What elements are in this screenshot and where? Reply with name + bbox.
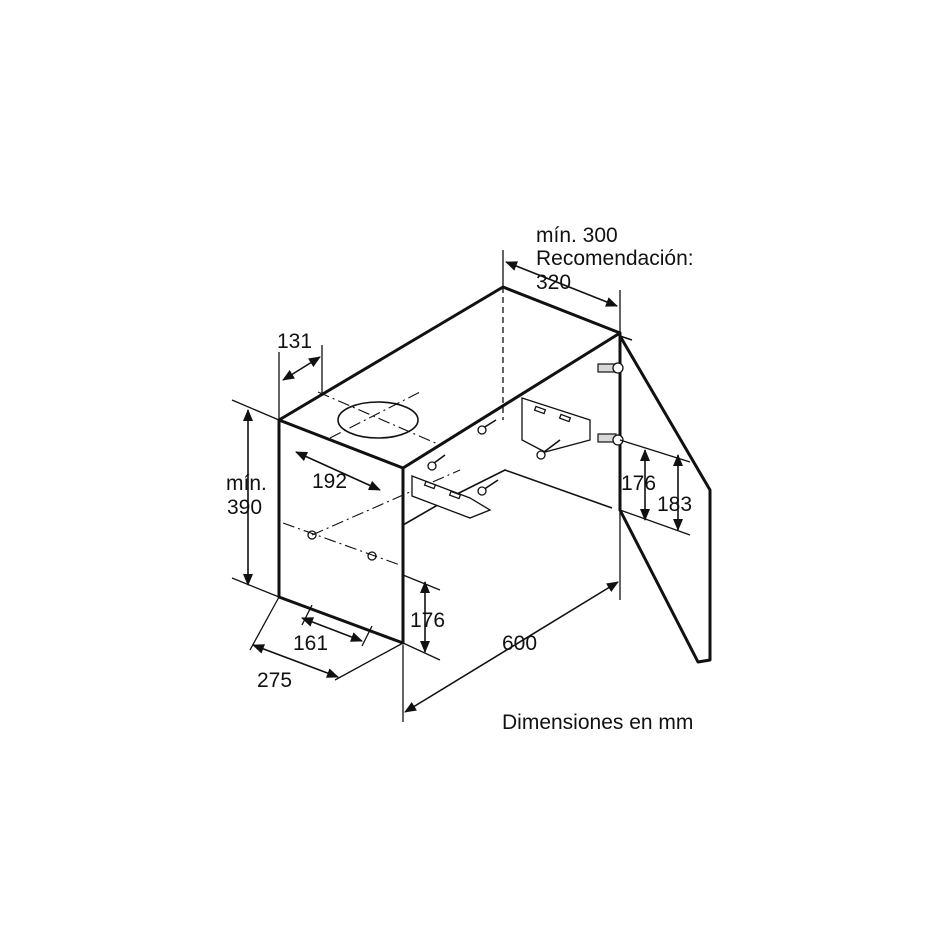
dimension-side-depth: 275 bbox=[249, 596, 404, 692]
depth-dimension-line bbox=[505, 261, 618, 307]
dimension-bracket-left: 176 bbox=[402, 574, 445, 661]
screw-line-diagonal bbox=[311, 469, 461, 536]
outlet-depth-dimension-line bbox=[295, 451, 381, 491]
outlet-depth-label: 192 bbox=[312, 470, 347, 493]
bracket-left-slot-b bbox=[448, 490, 462, 500]
cabinet-door bbox=[618, 334, 712, 664]
dimension-outlet-offset: 131 bbox=[277, 330, 323, 420]
width-label: 600 bbox=[502, 632, 537, 655]
screw-mid-head bbox=[477, 486, 487, 496]
screw-right-head bbox=[536, 450, 546, 460]
screw-offset-dimension-line bbox=[301, 617, 363, 642]
hinge-lower-cap bbox=[612, 434, 624, 446]
outlet-centerline-a bbox=[317, 391, 441, 446]
dimension-depth: mín. 300 Recomendación: 320 bbox=[502, 224, 694, 333]
screw-left-head bbox=[427, 461, 437, 471]
depth-recommendation-label: Recomendación: bbox=[536, 247, 694, 270]
dimension-outlet-depth: 192 bbox=[295, 451, 381, 493]
depth-recommended-value: 320 bbox=[536, 271, 571, 294]
bracket-right-height-label: 176 bbox=[621, 472, 656, 495]
bracket-right-slot-b bbox=[558, 413, 572, 423]
caption: Dimensiones en mm bbox=[502, 711, 693, 734]
door-outline bbox=[618, 334, 712, 664]
side-depth-dimension-line bbox=[252, 644, 339, 678]
door-thickness-edge bbox=[619, 335, 633, 341]
bracket-left-height-label: 176 bbox=[410, 609, 445, 632]
bracket-left-slot-a bbox=[423, 480, 437, 490]
width-dimension-line bbox=[404, 581, 619, 713]
side-screw-holes bbox=[282, 469, 461, 566]
screw-line-horizontal bbox=[282, 522, 401, 566]
dimension-height: mín. 390 bbox=[226, 399, 280, 598]
mounting-hardware bbox=[411, 362, 624, 519]
outlet-centerline-b bbox=[329, 391, 421, 439]
dimension-screw-offset: 161 bbox=[293, 604, 373, 655]
hinge-upper-cap bbox=[612, 362, 624, 374]
cabinet-inner-bottom bbox=[402, 469, 613, 526]
bracket-left bbox=[411, 475, 492, 519]
cabinet bbox=[277, 285, 622, 645]
screw-offset-label: 161 bbox=[293, 632, 328, 655]
dimension-bracket-right: 176 183 bbox=[619, 439, 692, 536]
depth-min-label: mín. 300 bbox=[536, 224, 618, 247]
bracket-right-total-label: 183 bbox=[657, 493, 692, 516]
height-min-value: 390 bbox=[227, 496, 262, 519]
side-depth-label: 275 bbox=[257, 669, 292, 692]
screw-upper-head bbox=[477, 425, 487, 435]
bracket-right-slot-a bbox=[533, 405, 547, 415]
dimension-width: 600 bbox=[402, 512, 621, 722]
outlet-offset-dimension-line bbox=[282, 356, 321, 381]
outlet-offset-label: 131 bbox=[277, 330, 312, 353]
outlet-ellipse bbox=[337, 401, 419, 439]
outlet-opening bbox=[317, 391, 441, 446]
height-min-label: mín. bbox=[226, 472, 267, 495]
